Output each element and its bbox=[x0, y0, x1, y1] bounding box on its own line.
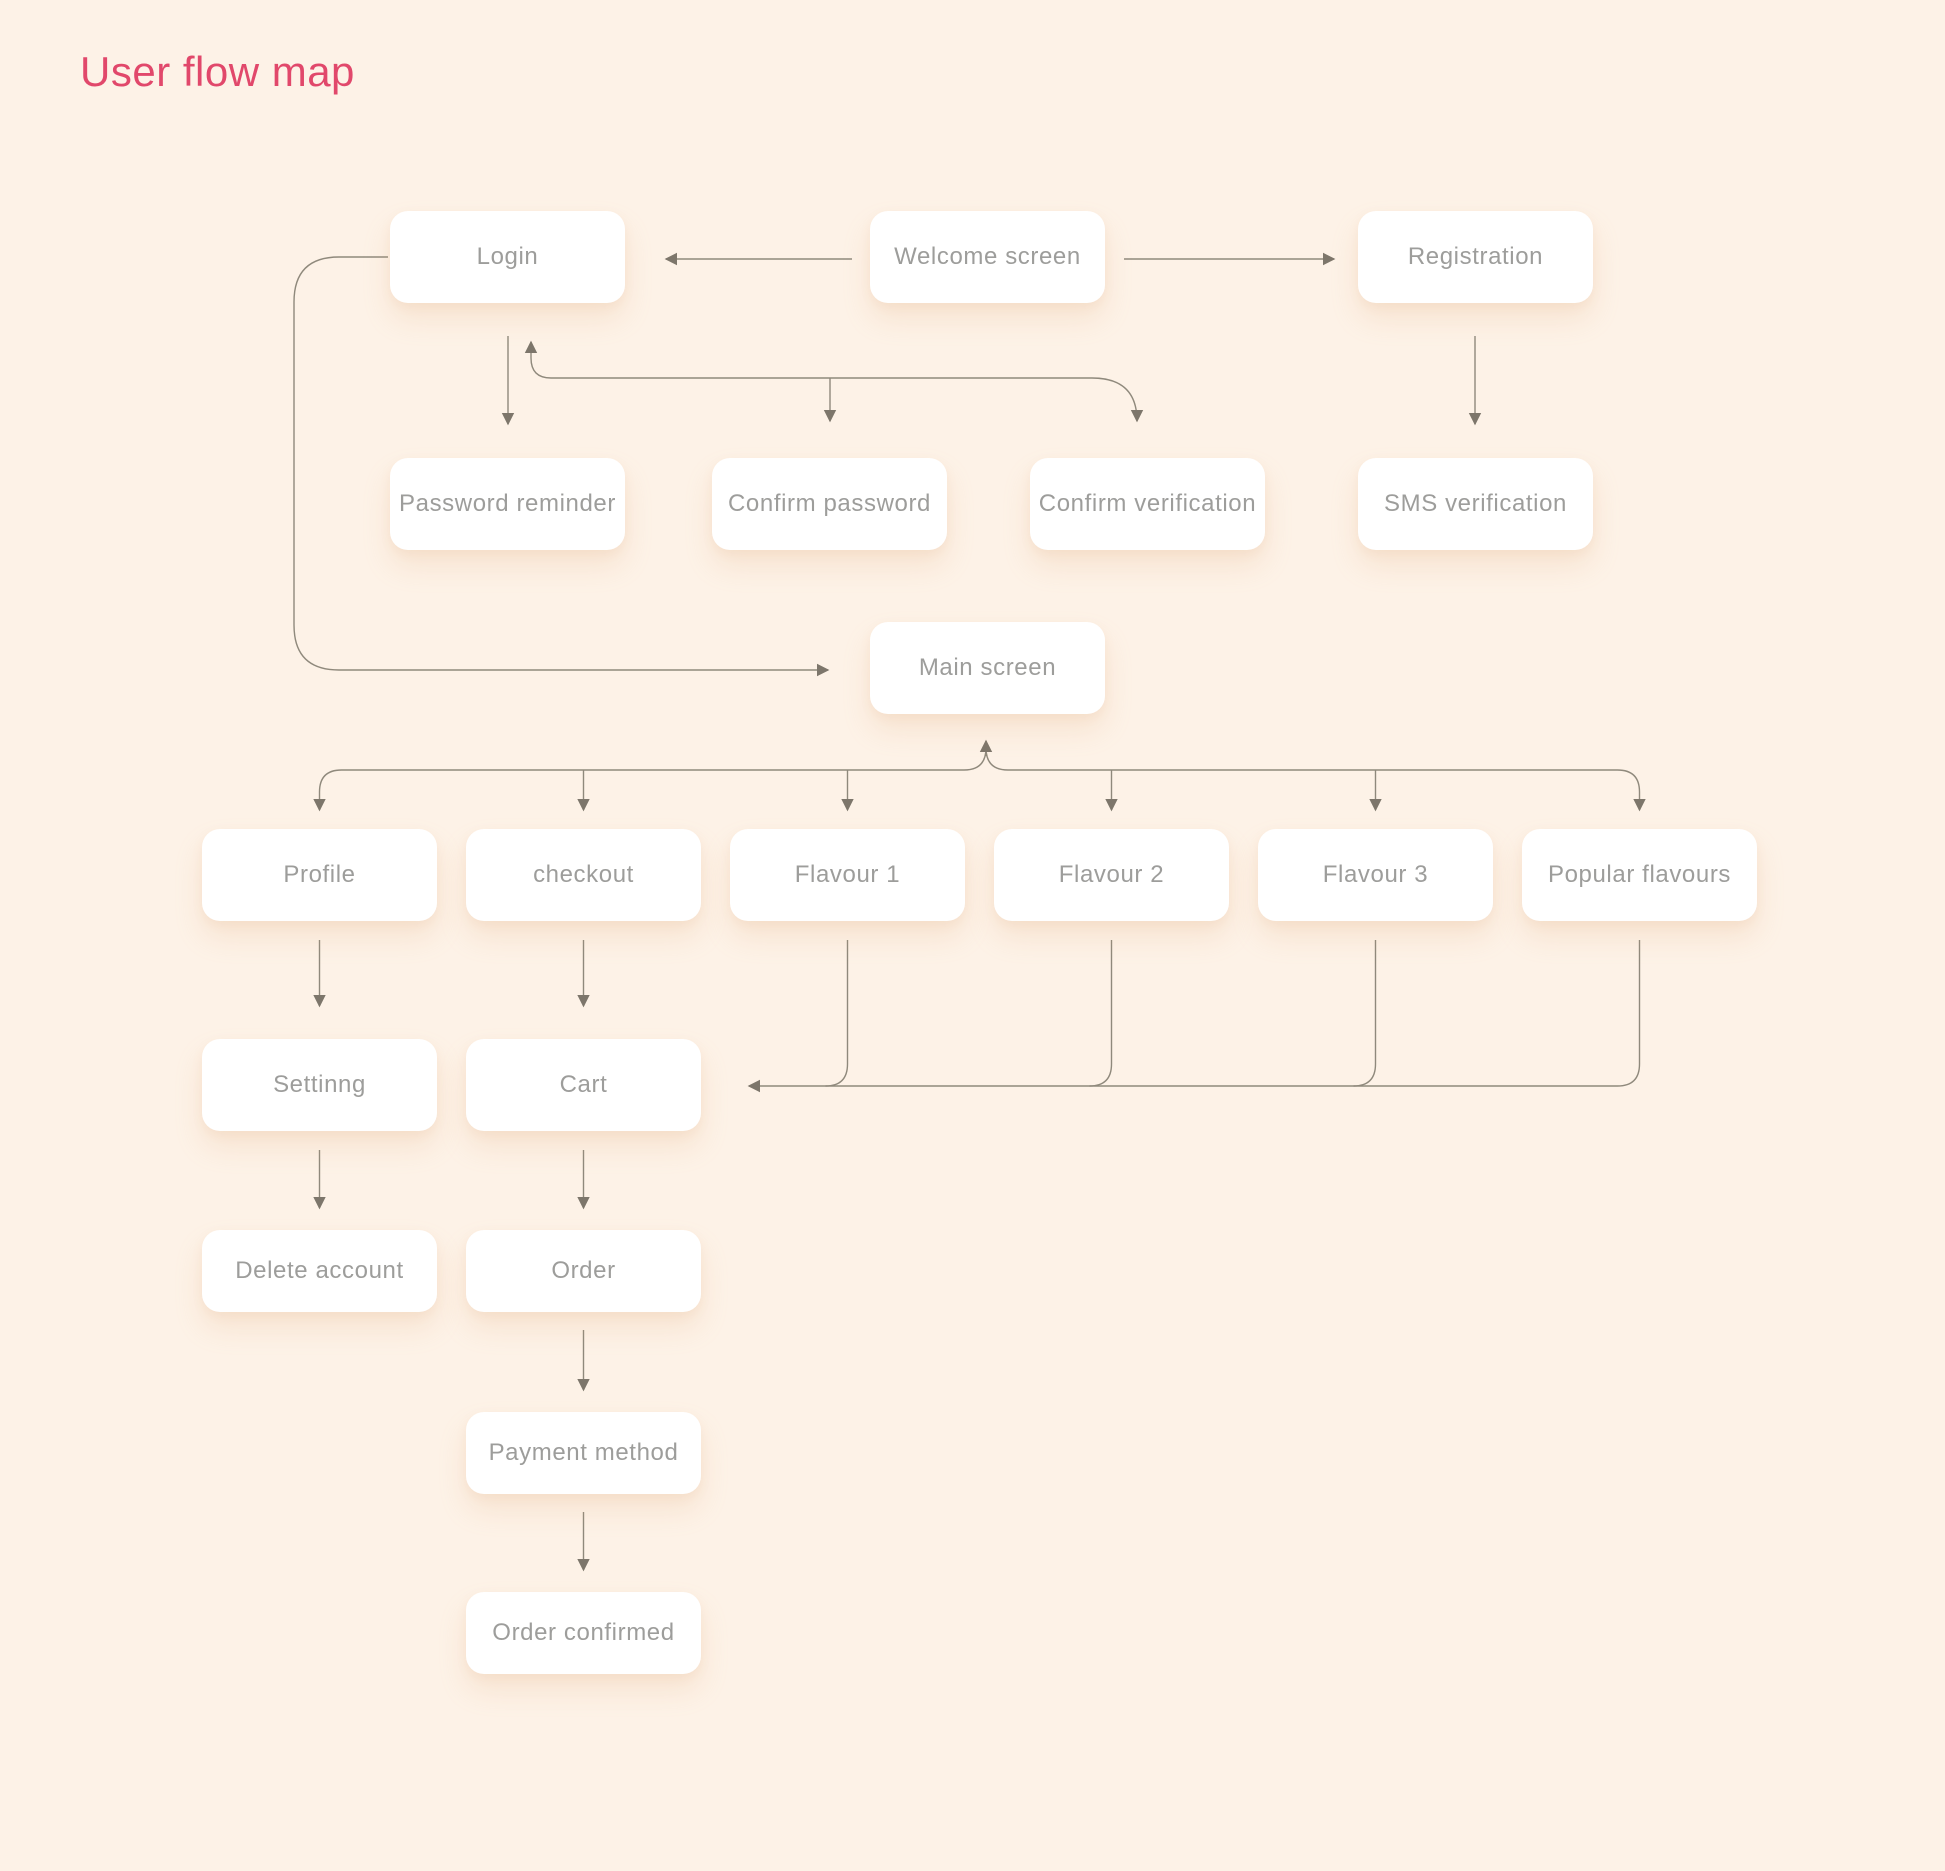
node-cart-label: Cart bbox=[559, 1071, 608, 1098]
node-popular-flavours[interactable]: Popular flavours bbox=[1522, 829, 1757, 921]
node-registration-label: Registration bbox=[1407, 243, 1544, 270]
edge-flavour1-cart bbox=[825, 940, 849, 1087]
node-cart[interactable]: Cart bbox=[466, 1039, 701, 1131]
node-welcome-screen[interactable]: Welcome screen bbox=[870, 211, 1105, 303]
node-flavour-2-label: Flavour 2 bbox=[1058, 861, 1165, 888]
edge-main-popular-flavours bbox=[1008, 769, 1646, 812]
node-order[interactable]: Order bbox=[466, 1230, 701, 1312]
node-confirm-password-label: Confirm password bbox=[728, 490, 931, 517]
node-flavour-1[interactable]: Flavour 1 bbox=[730, 829, 965, 921]
node-delete-account[interactable]: Delete account bbox=[202, 1230, 437, 1312]
node-delete-account-label: Delete account bbox=[235, 1257, 404, 1284]
node-checkout[interactable]: checkout bbox=[466, 829, 701, 921]
node-confirm-password[interactable]: Confirm password bbox=[712, 458, 947, 550]
edge-flavour2-cart bbox=[1089, 940, 1113, 1087]
node-sms-verification[interactable]: SMS verification bbox=[1358, 458, 1593, 550]
node-profile-label: Profile bbox=[283, 861, 356, 888]
node-payment-method-label: Payment method bbox=[488, 1439, 679, 1466]
node-setting[interactable]: Settinng bbox=[202, 1039, 437, 1131]
node-confirm-verification[interactable]: Confirm verification bbox=[1030, 458, 1265, 550]
node-password-reminder-label: Password reminder bbox=[399, 490, 616, 517]
node-welcome-screen-label: Welcome screen bbox=[894, 243, 1081, 270]
edge-fan-peak-left bbox=[963, 747, 987, 771]
node-flavour-2[interactable]: Flavour 2 bbox=[994, 829, 1229, 921]
node-login-label: Login bbox=[476, 243, 539, 270]
node-main-screen[interactable]: Main screen bbox=[870, 622, 1105, 714]
node-sms-verification-label: SMS verification bbox=[1384, 490, 1567, 517]
edge-return-to-login bbox=[524, 340, 552, 379]
node-flavour-3[interactable]: Flavour 3 bbox=[1258, 829, 1493, 921]
node-setting-label: Settinng bbox=[273, 1071, 366, 1098]
node-order-confirmed-label: Order confirmed bbox=[492, 1619, 675, 1646]
node-registration[interactable]: Registration bbox=[1358, 211, 1593, 303]
node-main-screen-label: Main screen bbox=[918, 654, 1057, 681]
edge-return-to-confirm-verification bbox=[551, 377, 1144, 423]
node-order-confirmed[interactable]: Order confirmed bbox=[466, 1592, 701, 1674]
edge-main-profile bbox=[313, 769, 964, 812]
edge-popular-cart bbox=[747, 940, 1641, 1093]
node-login[interactable]: Login bbox=[390, 211, 625, 303]
edge-flavour3-cart bbox=[1353, 940, 1377, 1087]
node-password-reminder[interactable]: Password reminder bbox=[390, 458, 625, 550]
page-title: User flow map bbox=[80, 48, 355, 95]
node-order-label: Order bbox=[551, 1257, 616, 1284]
node-flavour-3-label: Flavour 3 bbox=[1322, 861, 1429, 888]
node-profile[interactable]: Profile bbox=[202, 829, 437, 921]
node-payment-method[interactable]: Payment method bbox=[466, 1412, 701, 1494]
node-confirm-verification-label: Confirm verification bbox=[1038, 490, 1257, 517]
node-popular-flavours-label: Popular flavours bbox=[1547, 861, 1732, 888]
node-flavour-1-label: Flavour 1 bbox=[794, 861, 901, 888]
node-checkout-label: checkout bbox=[533, 861, 634, 888]
edge-fan-peak-right bbox=[985, 747, 1009, 771]
